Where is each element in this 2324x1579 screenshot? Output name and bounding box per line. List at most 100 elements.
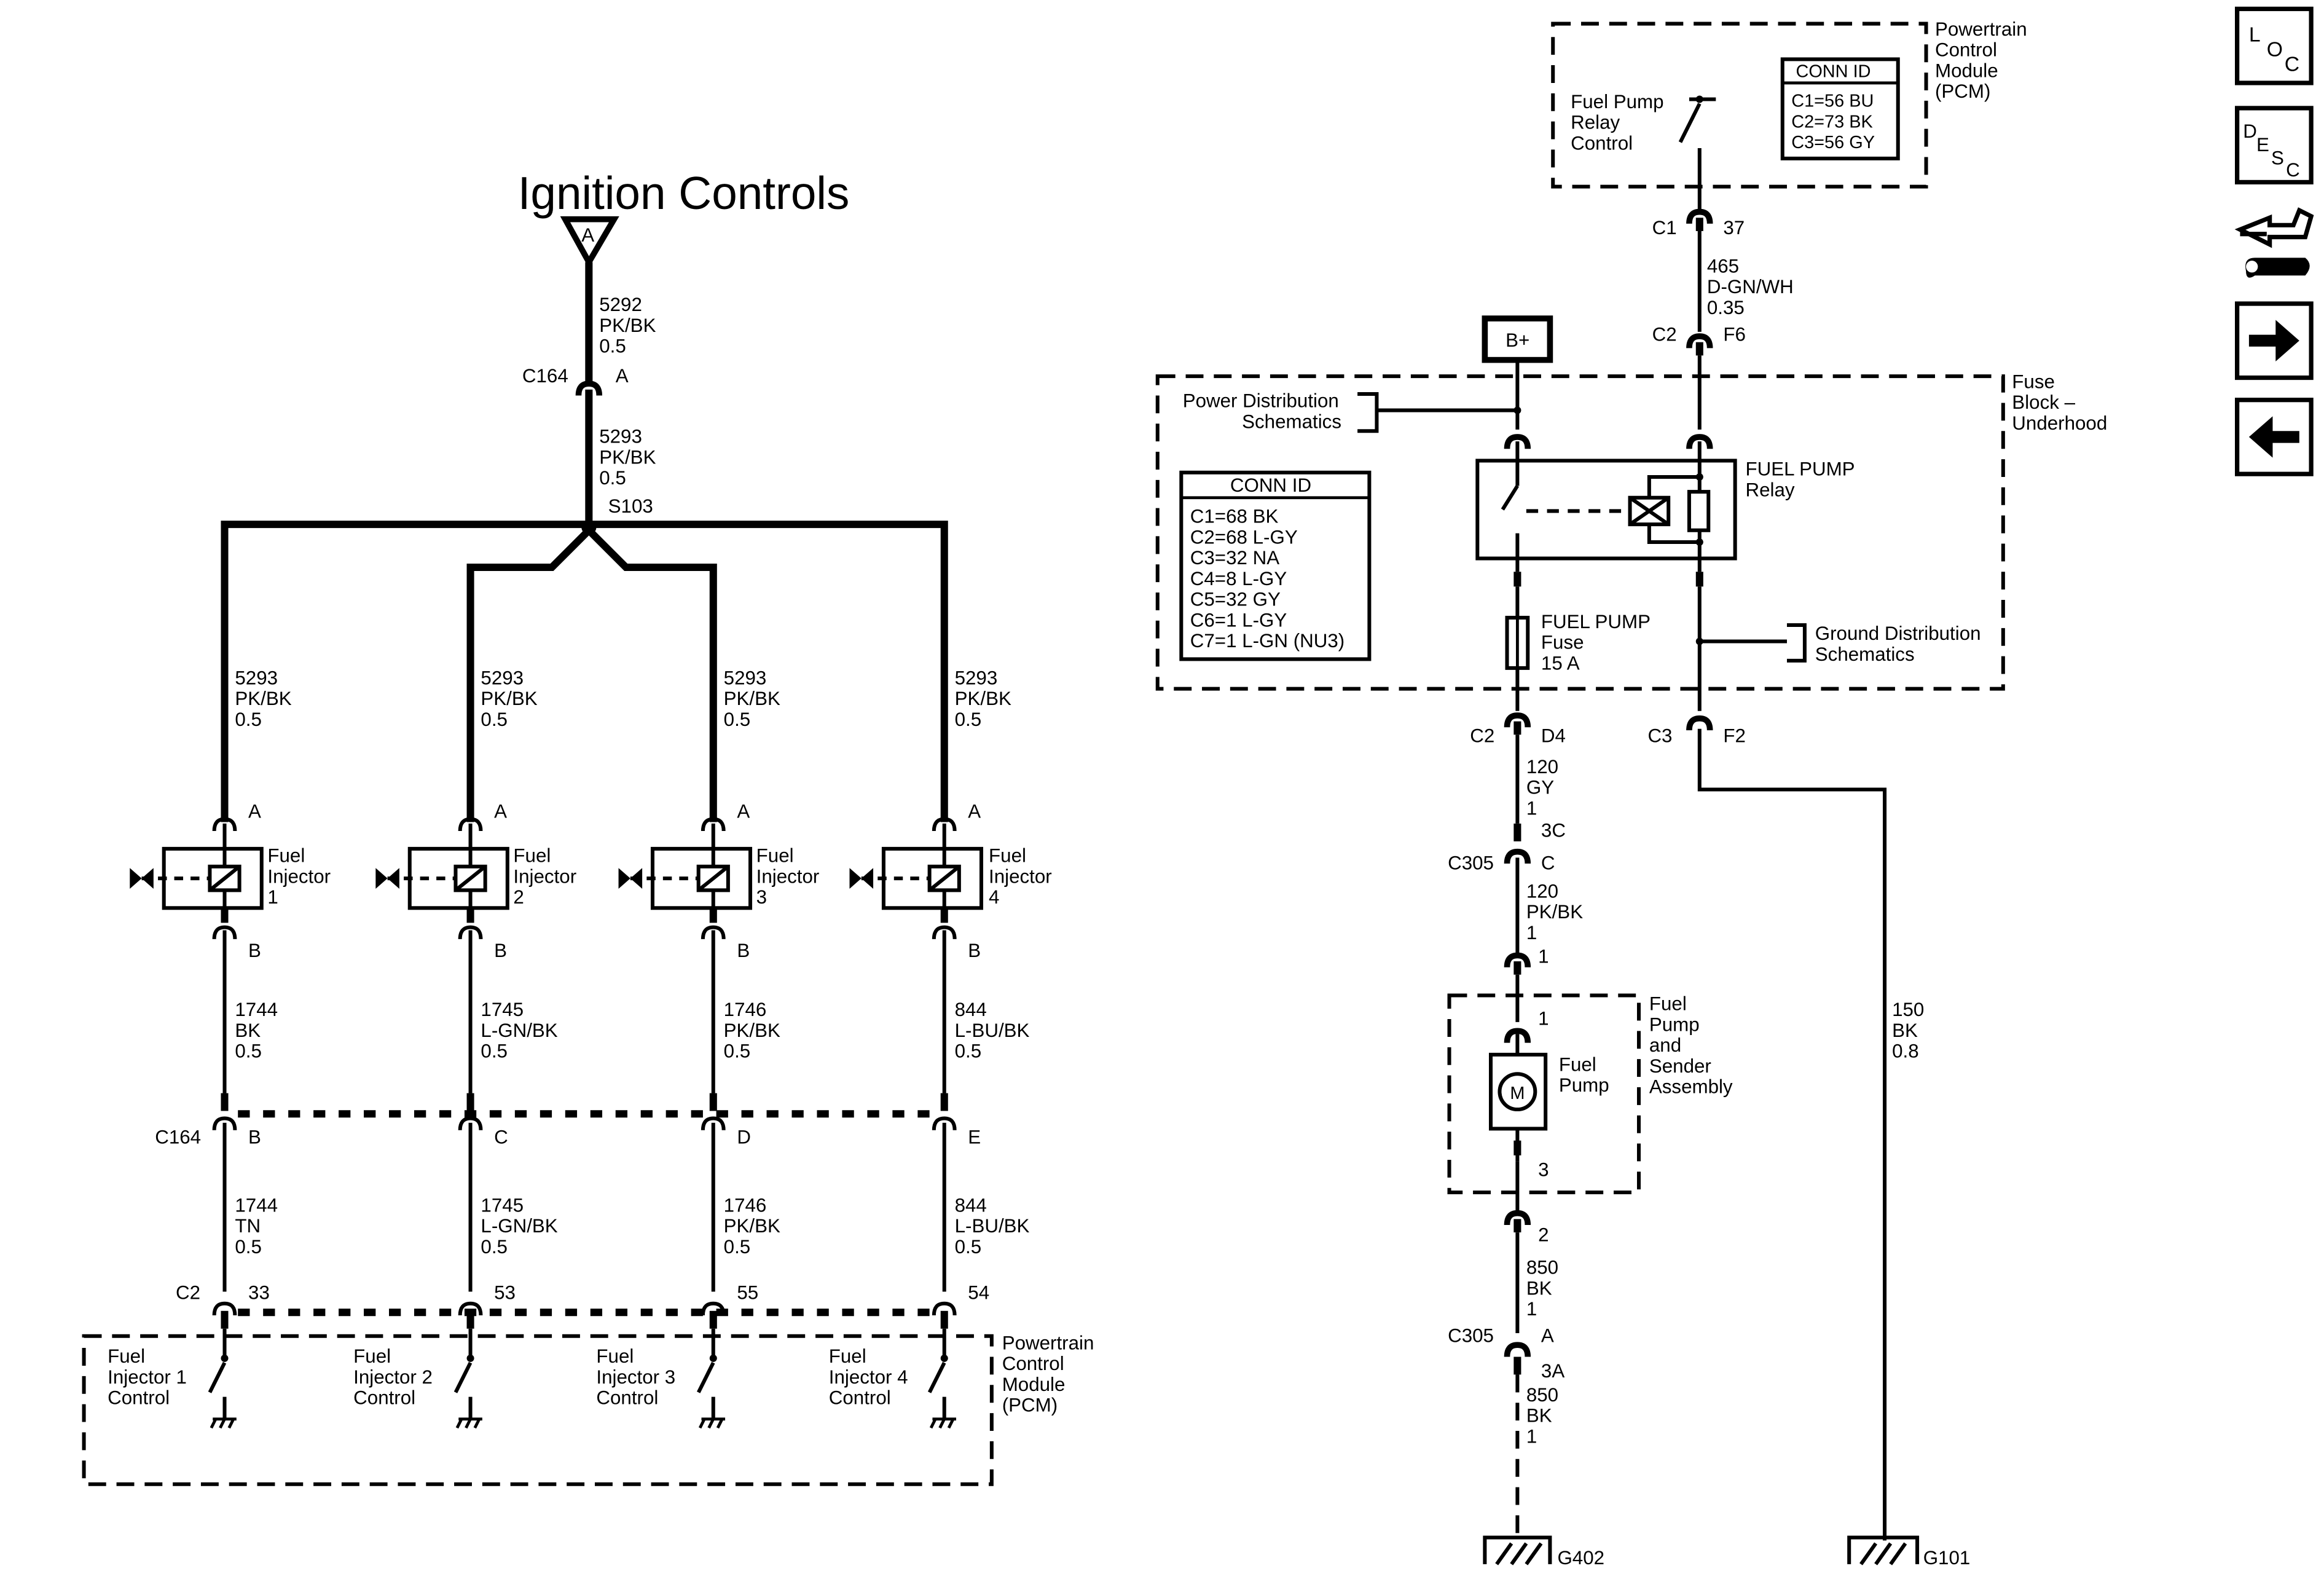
svg-text:Ground Distribution: Ground Distribution xyxy=(1815,623,1981,644)
injector-valve-icon xyxy=(130,868,154,889)
splice-s103-label: S103 xyxy=(608,495,653,517)
injector-label-line3: 4 xyxy=(989,886,999,908)
injector-control-line2: Injector 3 xyxy=(596,1366,675,1388)
c305-top-pin-3c: 3C xyxy=(1541,820,1566,841)
branch-wire-number: 5293 xyxy=(955,667,998,688)
desc-button[interactable]: D E S C xyxy=(2235,106,2314,185)
c164-pin: E xyxy=(968,1126,981,1148)
wire-size: 0.5 xyxy=(724,1041,751,1062)
injector-valve-icon xyxy=(849,868,874,889)
svg-text:120: 120 xyxy=(1526,880,1558,902)
pcm-pin: 53 xyxy=(494,1282,516,1304)
connector-tool-icon[interactable] xyxy=(2234,207,2314,278)
injector-pin-a: A xyxy=(248,800,261,822)
svg-text:0.5: 0.5 xyxy=(599,336,626,357)
ground-g402-icon xyxy=(1483,1535,1552,1565)
svg-text:Fuse: Fuse xyxy=(1541,632,1584,653)
pump-conn-top-pin: 1 xyxy=(1538,945,1549,967)
svg-text:1: 1 xyxy=(1526,1298,1537,1320)
wire-size: 0.5 xyxy=(955,1041,982,1062)
svg-text:Control: Control xyxy=(1935,39,1997,61)
fuse-c3-f2-pin: F2 xyxy=(1723,725,1746,746)
pump-assembly-box xyxy=(1447,993,1641,1195)
wire-number: 1746 xyxy=(724,1194,767,1216)
pump-conn-top xyxy=(1507,955,1528,974)
injector-label-line2: Injector xyxy=(989,865,1052,887)
c305-top-pin: C xyxy=(1541,853,1555,874)
power-distribution-ref[interactable]: Power Distribution Schematics xyxy=(1183,390,1518,433)
relay-control-switch xyxy=(1678,95,1716,211)
wire-size: 0.5 xyxy=(955,1236,982,1258)
desc-letter-d: D xyxy=(2243,120,2257,142)
injector-label-line1: Fuel xyxy=(756,845,794,867)
svg-text:C5=32 GY: C5=32 GY xyxy=(1190,589,1281,610)
fuse-block-conn-id-table: CONN ID C1=68 BK C2=68 L-GY C3=32 NA C4=… xyxy=(1179,470,1372,661)
c164-bottom-id: C164 xyxy=(155,1126,201,1148)
injector-label-line1: Fuel xyxy=(267,845,305,867)
relay-control-label: Fuel Pump Relay Control xyxy=(1571,91,1663,154)
injector-control-line3: Control xyxy=(596,1387,658,1409)
svg-text:Control: Control xyxy=(1002,1353,1064,1374)
wire-color: PK/BK xyxy=(724,1215,780,1237)
branch-wire-size: 0.5 xyxy=(235,709,262,730)
svg-text:150: 150 xyxy=(1892,999,1924,1020)
wire-size: 0.5 xyxy=(481,1236,508,1258)
injector-label-line3: 3 xyxy=(756,886,767,908)
wire-number: 844 xyxy=(955,999,987,1020)
pcm-pin: 54 xyxy=(968,1282,989,1304)
injector-label-line1: Fuel xyxy=(989,845,1026,867)
svg-text:Module: Module xyxy=(1935,60,1998,81)
loc-letter-l: L xyxy=(2249,23,2261,46)
wire-color: TN xyxy=(235,1215,261,1237)
svg-text:Sender: Sender xyxy=(1649,1055,1711,1077)
svg-text:1: 1 xyxy=(1526,797,1537,819)
svg-text:Powertrain: Powertrain xyxy=(1935,18,2027,40)
pcm-pin: 33 xyxy=(248,1282,270,1304)
svg-text:465: 465 xyxy=(1707,255,1739,277)
injector-pin-a: A xyxy=(494,800,507,822)
wire-850-lower: 850 BK 1 xyxy=(1526,1384,1558,1447)
c164-pin: D xyxy=(737,1126,751,1148)
next-button[interactable] xyxy=(2235,301,2314,380)
loc-button[interactable]: L O C xyxy=(2235,6,2314,85)
wire-number: 1744 xyxy=(235,1194,278,1216)
bplus-label: B+ xyxy=(1482,315,1553,363)
svg-text:FUEL PUMP: FUEL PUMP xyxy=(1746,459,1855,480)
wire-number: 1744 xyxy=(235,999,278,1020)
arrow-left-icon xyxy=(2248,416,2299,458)
branch-wire-size: 0.5 xyxy=(481,709,508,730)
svg-text:C4=8 L-GY: C4=8 L-GY xyxy=(1190,568,1287,589)
ground-g101-label: G101 xyxy=(1923,1547,1971,1569)
svg-text:0.5: 0.5 xyxy=(599,467,626,489)
branch-wire-color: PK/BK xyxy=(955,688,1011,709)
wire-120-gy: 120 GY 1 xyxy=(1526,756,1558,819)
prev-button[interactable] xyxy=(2235,398,2314,476)
injector-pin-a: A xyxy=(968,800,981,822)
relay-internals xyxy=(1501,441,1711,572)
injector-control-line1: Fuel xyxy=(353,1345,391,1367)
relay-pin-4 xyxy=(1695,572,1703,587)
injector-label-line2: Injector xyxy=(756,865,820,887)
fuse-c2-top-pin: F6 xyxy=(1723,323,1746,345)
injector-4: 5293PK/BK0.5ABFuelInjector4844L-BU/BK0.5… xyxy=(829,667,1052,1429)
fuse-c3-f2-connector xyxy=(1689,719,1710,730)
wire-850-upper: 850 BK 1 xyxy=(1526,1257,1558,1320)
pcm-right-box xyxy=(1551,22,1928,189)
injector-pin-b: B xyxy=(248,940,261,961)
pcm-right-title: Powertrain Control Module (PCM) xyxy=(1935,18,2027,102)
svg-text:PK/BK: PK/BK xyxy=(599,446,656,468)
wire-number: 1746 xyxy=(724,999,767,1020)
injector-2: 5293PK/BK0.5ABFuelInjector21745L-GN/BK0.… xyxy=(353,667,576,1429)
wire-465: 465 D-GN/WH 0.35 xyxy=(1707,255,1794,318)
motor-symbol: M xyxy=(1510,1084,1525,1103)
pcm-left-box xyxy=(82,1334,994,1486)
svg-text:FUEL PUMP: FUEL PUMP xyxy=(1541,611,1651,632)
ignition-controls-label: Ignition Controls xyxy=(518,167,850,219)
injector-control-line2: Injector 4 xyxy=(829,1366,908,1388)
injector-pin-a: A xyxy=(737,800,750,822)
svg-text:850: 850 xyxy=(1526,1384,1558,1406)
ground-distribution-ref[interactable]: Ground Distribution Schematics xyxy=(1699,623,1981,665)
wire-size: 0.5 xyxy=(481,1041,508,1062)
svg-text:0.35: 0.35 xyxy=(1707,297,1745,318)
